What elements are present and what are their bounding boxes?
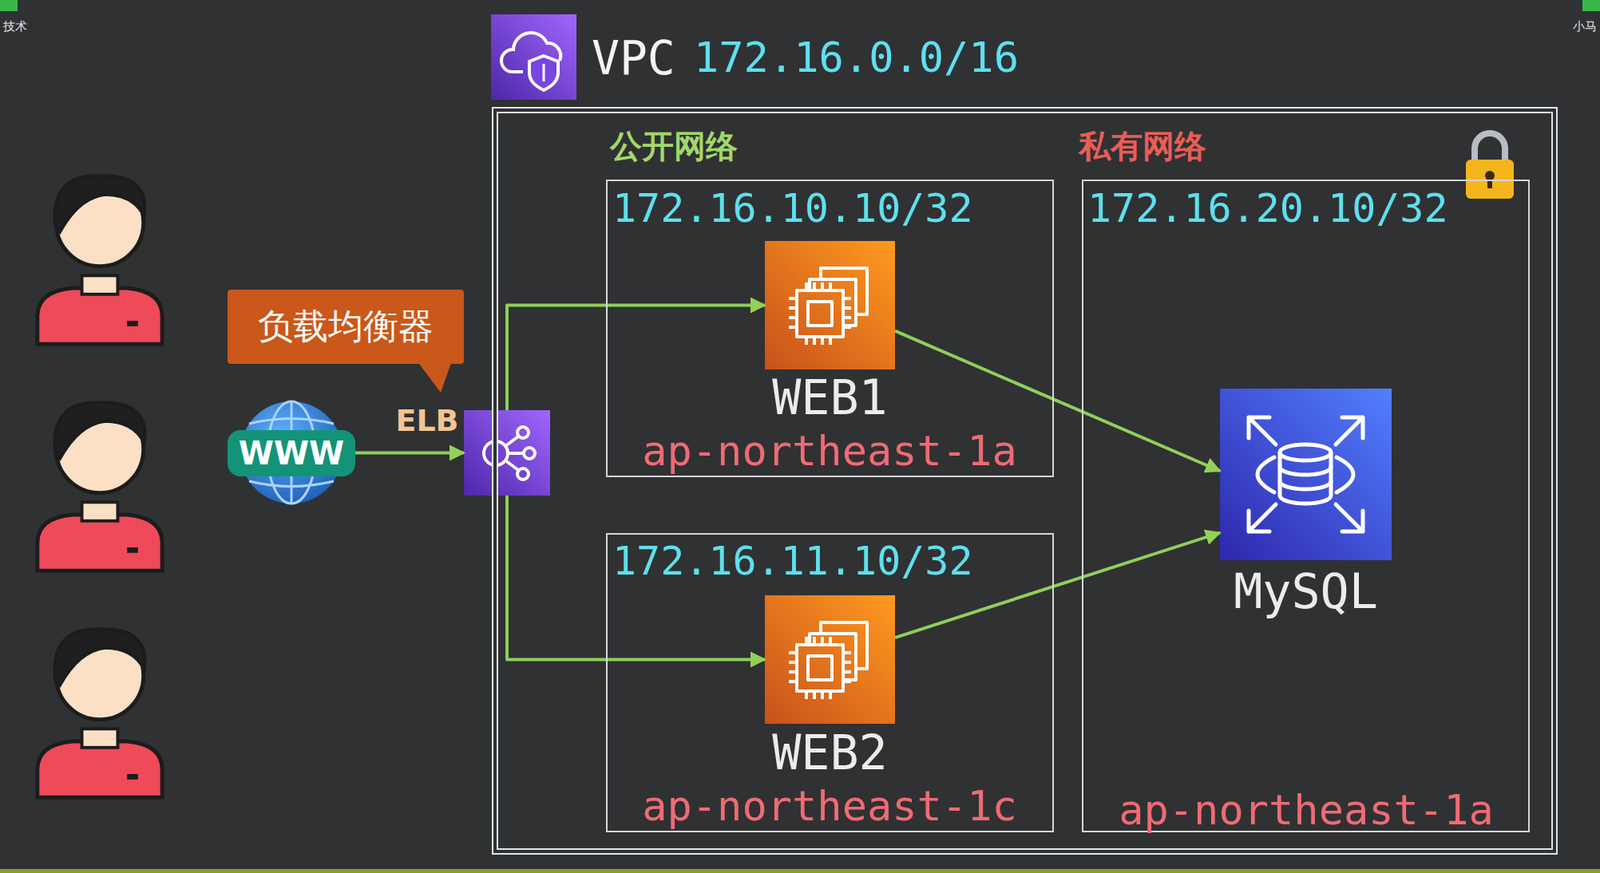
ec2-icon — [764, 241, 896, 370]
node-text: MySQL — [1233, 564, 1379, 620]
frame-bar — [0, 869, 1600, 873]
subnet-box: 172.16.20.10/32 ap-northeast-1a MySQL — [1081, 179, 1530, 833]
rds-icon — [1219, 388, 1392, 561]
vpc-region: VPC172.16.0.0/16172.16.10.10/32ap-northe… — [491, 106, 1558, 856]
node-text: 172.16.10.10/32 — [612, 186, 974, 233]
node-text: ap-northeast-1c — [641, 783, 1018, 832]
node-text: 172.16.20.10/32 — [1087, 186, 1449, 233]
node-text: 172.16.11.10/32 — [612, 538, 974, 586]
frame-mark — [1582, 0, 1600, 12]
node-text: ap-northeast-1a — [641, 427, 1018, 476]
node-text: 负载均衡器 — [257, 306, 434, 348]
ec2-icon — [764, 595, 896, 725]
www-globe-node: WWW — [227, 400, 356, 506]
watermark: 技术 — [3, 19, 28, 34]
frame-mark — [0, 0, 18, 12]
elb-icon — [463, 410, 551, 496]
callout-tail — [416, 360, 452, 393]
users — [37, 175, 163, 798]
load-balancer: ELB — [463, 410, 551, 496]
zone-label: 私有网络 — [1078, 127, 1207, 165]
node-text: ap-northeast-1a — [1118, 787, 1494, 836]
node-text: WEB2 — [772, 725, 888, 781]
node-text: 172.16.0.0/16 — [693, 34, 1019, 83]
watermark: 小马 — [1572, 19, 1597, 34]
lock-icon — [1465, 133, 1514, 199]
node-text: WWW — [238, 435, 345, 472]
node-text: VPC — [591, 31, 676, 86]
zone-label: 公开网络 — [609, 127, 738, 165]
www-globe — [227, 401, 356, 504]
subnet-box: 172.16.11.10/32ap-northeast-1cWEB2 — [605, 533, 1054, 833]
connector-arrow — [506, 305, 765, 412]
callout-box: 负载均衡器 — [227, 289, 464, 365]
node-text: ELB — [395, 403, 459, 440]
web-server: WEB2 — [764, 595, 896, 725]
web-server: WEB1 — [764, 241, 896, 370]
connector-arrow — [355, 451, 464, 456]
node-text: WEB1 — [772, 370, 888, 426]
database: MySQL — [1219, 388, 1392, 561]
vpc-icon — [491, 14, 577, 100]
subnet-box: 172.16.10.10/32ap-northeast-1aWEB1 — [605, 179, 1054, 478]
